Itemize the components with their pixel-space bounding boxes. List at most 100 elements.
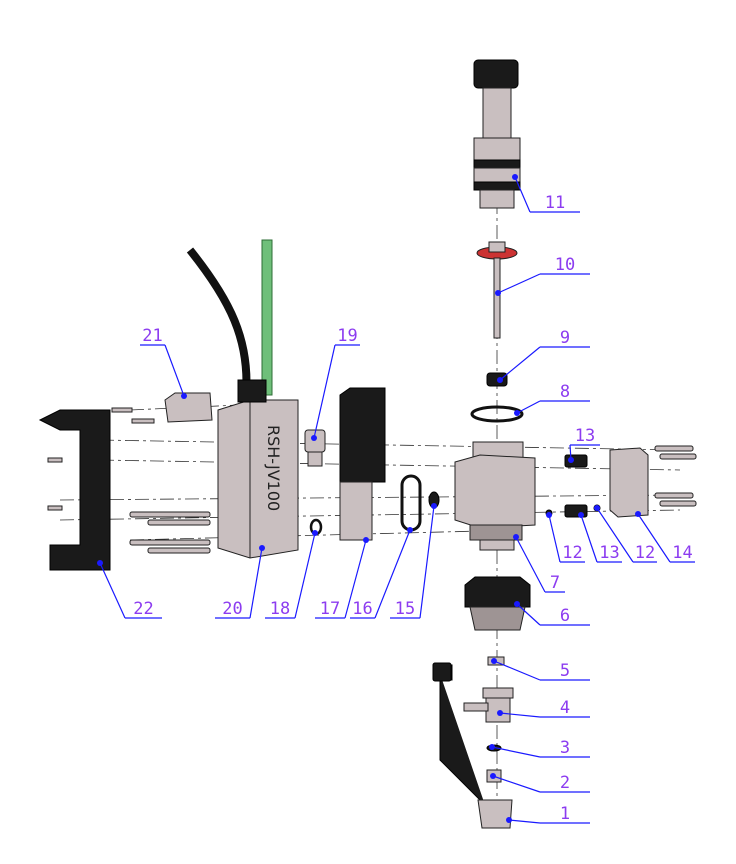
leader-dot — [512, 174, 518, 180]
leader-dot — [495, 290, 501, 296]
part-7-valve-body — [454, 441, 536, 551]
callout-12: 12 — [546, 512, 585, 563]
callout-number: 3 — [560, 738, 570, 758]
part-4-fitting — [463, 687, 514, 723]
callout-number: 5 — [560, 661, 570, 681]
leader-line — [492, 775, 590, 793]
leader-dot — [407, 527, 413, 533]
callout-17: 17 — [315, 537, 369, 619]
callout-3: 3 — [489, 738, 590, 758]
callout-11: 11 — [512, 174, 580, 213]
callout-number: 7 — [550, 573, 560, 593]
leader-line — [215, 547, 263, 619]
callout-number: 14 — [672, 543, 692, 563]
part-8-o-ring — [470, 405, 524, 423]
leader-line — [580, 514, 622, 563]
callout-number: 12 — [562, 543, 582, 563]
callout-number: 17 — [320, 599, 340, 619]
callout-number: 19 — [337, 326, 357, 346]
callout-number: 8 — [560, 382, 570, 402]
leader-dot — [97, 560, 103, 566]
leader-line — [514, 176, 580, 213]
leader-dot — [259, 545, 265, 551]
leader-dot — [312, 530, 318, 536]
part-17-solenoid — [339, 387, 386, 541]
leader-line — [516, 603, 590, 626]
leader-dot — [506, 817, 512, 823]
part-14-screws — [654, 445, 697, 507]
callout-21: 21 — [140, 326, 187, 399]
callout-14: 14 — [635, 511, 695, 563]
block-engraving: RSH-JV100 — [264, 425, 283, 511]
part-6-lock-nut — [464, 576, 531, 631]
part-9-bushing — [486, 372, 508, 387]
callout-8: 8 — [514, 382, 590, 416]
part-10-needle — [476, 241, 518, 339]
callout-number: 15 — [395, 599, 415, 619]
callout-number: 16 — [352, 599, 372, 619]
part-22-screws — [47, 407, 211, 554]
callout-number: 6 — [560, 606, 570, 626]
callout-18: 18 — [265, 530, 318, 619]
leader-line — [516, 400, 590, 414]
callout-5: 5 — [491, 658, 590, 681]
leader-dot — [490, 773, 496, 779]
callout-22: 22 — [97, 560, 162, 619]
leader-dot — [513, 534, 519, 540]
callout-number: 2 — [560, 773, 570, 793]
leader-dot — [594, 505, 600, 511]
leader-line — [140, 344, 185, 397]
leader-line — [637, 513, 695, 563]
leader-line — [313, 344, 360, 439]
leader-line — [499, 712, 590, 718]
cable — [186, 247, 251, 396]
callout-number: 10 — [555, 255, 575, 275]
callout-16: 16 — [350, 527, 413, 619]
callout-number: 18 — [270, 599, 290, 619]
callout-10: 10 — [495, 255, 590, 296]
leader-dot — [635, 511, 641, 517]
leader-line — [497, 273, 590, 294]
callout-4: 4 — [497, 698, 590, 718]
part-11-nozzle-body — [473, 59, 521, 209]
leader-dot — [514, 601, 520, 607]
leader-line — [548, 514, 585, 563]
callout-15: 15 — [390, 503, 437, 619]
callout-7: 7 — [513, 534, 565, 593]
callout-9: 9 — [497, 328, 590, 383]
callout-number: 13 — [599, 543, 619, 563]
leader-line — [493, 660, 590, 681]
leader-line — [315, 539, 367, 619]
leader-dot — [491, 658, 497, 664]
leader-line — [491, 746, 590, 758]
leader-dot — [546, 512, 552, 518]
leader-dot — [311, 435, 317, 441]
leader-dot — [363, 537, 369, 543]
part-20-valve-block: RSH-JV100 — [217, 379, 299, 559]
callout-number: 9 — [560, 328, 570, 348]
part-14-cover-plate — [609, 447, 649, 518]
leader-line — [515, 536, 565, 593]
part-21-clamp — [164, 392, 213, 423]
leader-line — [499, 346, 590, 381]
part-16-gasket — [400, 474, 422, 532]
leader-dot — [568, 457, 574, 463]
callout-number: 20 — [222, 599, 242, 619]
leader-dot — [497, 710, 503, 716]
callout-13: 13 — [578, 512, 622, 563]
leader-line — [99, 562, 162, 619]
part-22-bracket — [38, 409, 111, 571]
callout-number: 11 — [545, 193, 565, 213]
callout-6: 6 — [514, 601, 590, 626]
callout-20: 20 — [215, 545, 265, 619]
callout-19: 19 — [311, 326, 360, 441]
callout-number: 22 — [133, 599, 153, 619]
part-1-nozzle-cap — [432, 662, 513, 829]
leader-line — [508, 819, 590, 824]
callout-2: 2 — [490, 773, 590, 793]
callout-number: 12 — [635, 543, 655, 563]
leader-line — [596, 507, 657, 563]
callout-1: 1 — [506, 804, 590, 824]
